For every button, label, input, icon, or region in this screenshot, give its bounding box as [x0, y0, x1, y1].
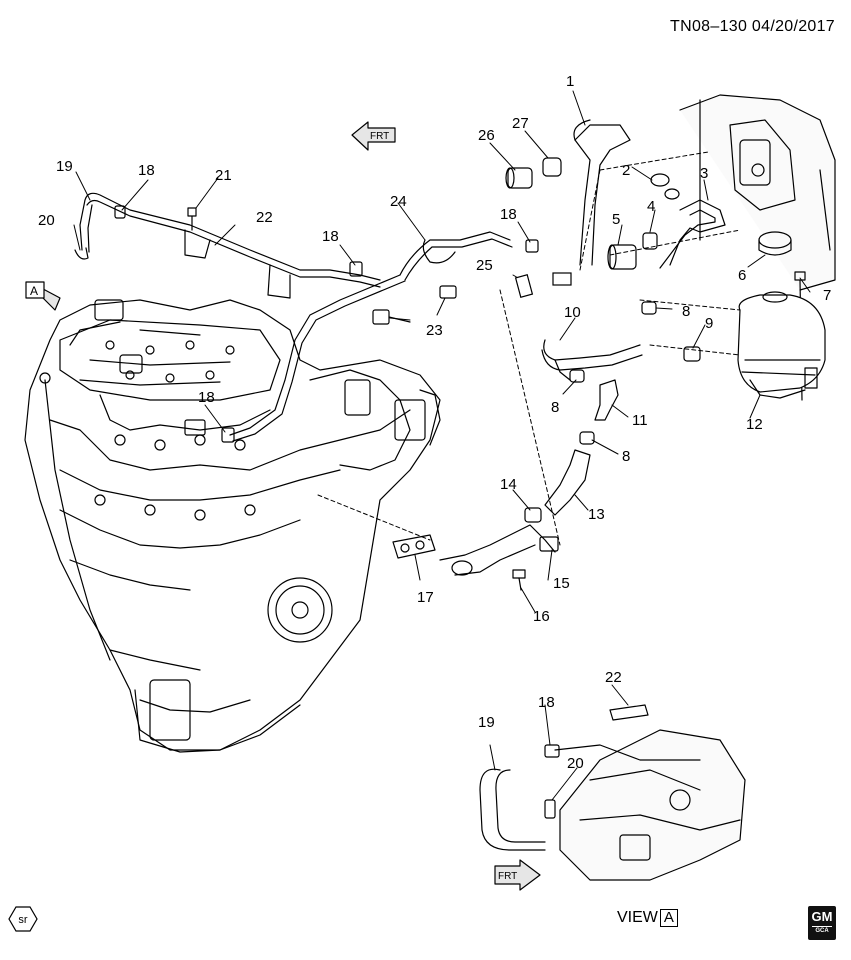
callout-10: 10 — [564, 304, 581, 321]
pipe-11 — [594, 379, 619, 421]
detail-view-a — [479, 704, 746, 881]
view-word: VIEW — [617, 909, 658, 926]
callout-20: 20 — [38, 212, 55, 229]
clip-8-lower — [579, 431, 595, 445]
callout-22-view: 22 — [605, 669, 622, 686]
callout-19: 19 — [56, 158, 73, 175]
callout-18-view: 18 — [538, 694, 555, 711]
heater-core-bay — [679, 94, 836, 291]
label-25 — [514, 274, 534, 298]
heater-pipe-assembly — [74, 192, 539, 443]
callout-8-lower: 8 — [622, 448, 630, 465]
gasket-17 — [392, 534, 436, 559]
callout-19-view: 19 — [478, 714, 495, 731]
reservoir-cap-6 — [758, 231, 792, 256]
connector-26 — [505, 167, 533, 189]
gm-logo: GM GCA — [808, 906, 836, 940]
o-ring-2 — [650, 173, 680, 200]
frt-label-top: FRT — [370, 131, 389, 142]
frt-label-bottom: FRT — [498, 871, 517, 882]
callout-21: 21 — [215, 167, 232, 184]
view-a-label: VIEW A — [617, 909, 678, 927]
callout-8-mid: 8 — [551, 399, 559, 416]
callout-5: 5 — [612, 211, 620, 228]
view-a-arrow-letter: A — [30, 284, 38, 298]
callout-9: 9 — [705, 315, 713, 332]
clip-9 — [683, 346, 701, 362]
callout-26: 26 — [478, 127, 495, 144]
front-direction-arrow-top — [351, 121, 396, 151]
front-direction-arrow-bottom — [494, 859, 541, 891]
pipe-15 — [439, 524, 559, 576]
callout-3: 3 — [700, 165, 708, 182]
view-a-arrow — [25, 281, 61, 311]
diagram-code: TN08–130 — [670, 18, 748, 35]
callout-22: 22 — [256, 209, 273, 226]
callout-11: 11 — [632, 412, 648, 429]
clip-8-upper — [641, 301, 657, 315]
callout-6: 6 — [738, 267, 746, 284]
callout-labels: 1 26 27 2 3 4 5 6 7 8 8 8 9 10 11 12 13 … — [38, 73, 831, 772]
callout-18-a: 18 — [138, 162, 155, 179]
bolt-16 — [512, 569, 526, 591]
sr-badge-icon: sr — [8, 906, 38, 932]
callout-8-upper: 8 — [682, 303, 690, 320]
callout-18-d: 18 — [198, 389, 215, 406]
clip-27 — [542, 157, 562, 177]
callout-1: 1 — [566, 73, 574, 90]
clip-4 — [642, 232, 658, 250]
clip-14 — [524, 507, 542, 523]
connector-5 — [607, 244, 637, 270]
clip-8-mid — [569, 369, 585, 383]
callout-24: 24 — [390, 193, 407, 210]
hose-3 — [659, 199, 726, 269]
callout-23: 23 — [426, 322, 443, 339]
callout-12: 12 — [746, 416, 763, 433]
gm-logo-sub: GCA — [812, 926, 832, 935]
callout-27: 27 — [512, 115, 529, 132]
callout-15: 15 — [553, 575, 570, 592]
callout-18-c: 18 — [500, 206, 517, 223]
hose-13 — [544, 449, 591, 516]
callout-18-b: 18 — [322, 228, 339, 245]
view-letter-box: A — [659, 909, 678, 927]
callout-16: 16 — [533, 608, 550, 625]
callout-7: 7 — [823, 287, 831, 304]
gm-logo-main: GM — [811, 909, 833, 924]
callout-4: 4 — [647, 198, 655, 215]
callout-2: 2 — [622, 162, 630, 179]
sr-badge-text: sr — [18, 914, 28, 926]
engine-assembly — [24, 299, 441, 753]
callout-14: 14 — [500, 476, 517, 493]
diagram-date: 04/20/2017 — [751, 18, 835, 35]
diagram-header: TN08–130 04/20/2017 — [670, 18, 835, 36]
callout-13: 13 — [588, 506, 605, 523]
callout-25: 25 — [476, 257, 493, 274]
hose-1 — [573, 119, 631, 266]
callout-17: 17 — [417, 589, 434, 606]
label-tag — [552, 272, 572, 286]
reservoir-12 — [737, 291, 826, 399]
hose-10 — [541, 339, 643, 381]
callout-20-view: 20 — [567, 755, 584, 772]
